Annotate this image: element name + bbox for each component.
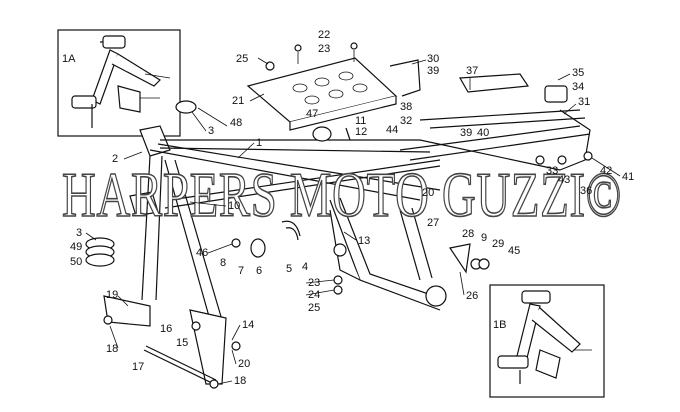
callout-25: 25: [236, 53, 248, 65]
callout-47: 47: [306, 108, 318, 120]
callout-39: 39: [427, 65, 439, 77]
callout-36: 36: [580, 185, 592, 197]
callout-31: 31: [578, 96, 590, 108]
callout-17: 17: [132, 361, 144, 373]
leader-lines: [85, 57, 621, 385]
callout-11: 11: [355, 115, 366, 127]
inset-1a: [57, 29, 181, 137]
callout-3-left: 3: [76, 227, 82, 239]
callout-42: 42: [600, 165, 612, 177]
callout-9: 9: [481, 232, 487, 244]
part-number-callouts: 22 23 25 30 39 37 35 34 31 21 38 32 39 4…: [70, 29, 634, 387]
callout-49: 49: [70, 241, 82, 253]
callout-27: 27: [427, 217, 439, 229]
callout-14: 14: [242, 319, 254, 331]
callout-4: 4: [302, 261, 308, 273]
tool-tray-plate: [246, 42, 398, 131]
callout-48: 48: [230, 117, 242, 129]
callout-7: 7: [238, 265, 244, 277]
callout-41: 41: [622, 171, 634, 183]
callout-5: 5: [286, 263, 292, 275]
callout-18: 18: [106, 343, 118, 355]
callout-22: 22: [318, 29, 330, 41]
inset-1b: [489, 284, 605, 398]
callout-6: 6: [256, 265, 262, 277]
callout-37: 37: [466, 65, 478, 77]
callout-23b: 23: [308, 277, 320, 289]
callout-29: 29: [492, 238, 504, 250]
callout-43: 43: [558, 174, 570, 186]
callout-33: 33: [546, 165, 558, 177]
callout-15: 15: [176, 337, 188, 349]
inset-label-1a: 1A: [62, 53, 76, 65]
callout-20: 20: [422, 187, 434, 199]
callout-38: 38: [400, 101, 412, 113]
callout-20b: 20: [238, 358, 250, 370]
callout-13: 13: [358, 235, 370, 247]
callout-45: 45: [508, 245, 520, 257]
callout-40: 40: [477, 127, 489, 139]
callout-3-top: 3: [208, 125, 214, 137]
callout-25b: 25: [308, 302, 320, 314]
main-frame: [85, 59, 593, 389]
callout-12: 12: [355, 126, 367, 138]
callout-24: 24: [308, 289, 320, 301]
callout-19: 19: [106, 289, 118, 301]
callout-35: 35: [572, 67, 584, 79]
callout-16: 16: [160, 323, 172, 335]
callout-2: 2: [112, 153, 118, 165]
callout-50: 50: [70, 256, 82, 268]
callout-26: 26: [466, 290, 478, 302]
watermark-text: HARPERS MOTO GUZZI©: [62, 159, 622, 230]
callout-44: 44: [386, 124, 398, 136]
callout-30: 30: [427, 53, 439, 65]
callout-1: 1: [256, 137, 262, 149]
callout-8: 8: [220, 257, 226, 269]
callout-34: 34: [572, 81, 584, 93]
callout-21: 21: [232, 95, 244, 107]
callout-39b: 39: [460, 127, 472, 139]
callout-46: 46: [196, 247, 208, 259]
inset-label-1b: 1B: [493, 319, 506, 331]
callout-28: 28: [462, 228, 474, 240]
callout-32: 32: [400, 115, 412, 127]
callout-10: 10: [228, 200, 240, 212]
callout-23: 23: [318, 43, 330, 55]
callout-18b: 18: [234, 375, 246, 387]
